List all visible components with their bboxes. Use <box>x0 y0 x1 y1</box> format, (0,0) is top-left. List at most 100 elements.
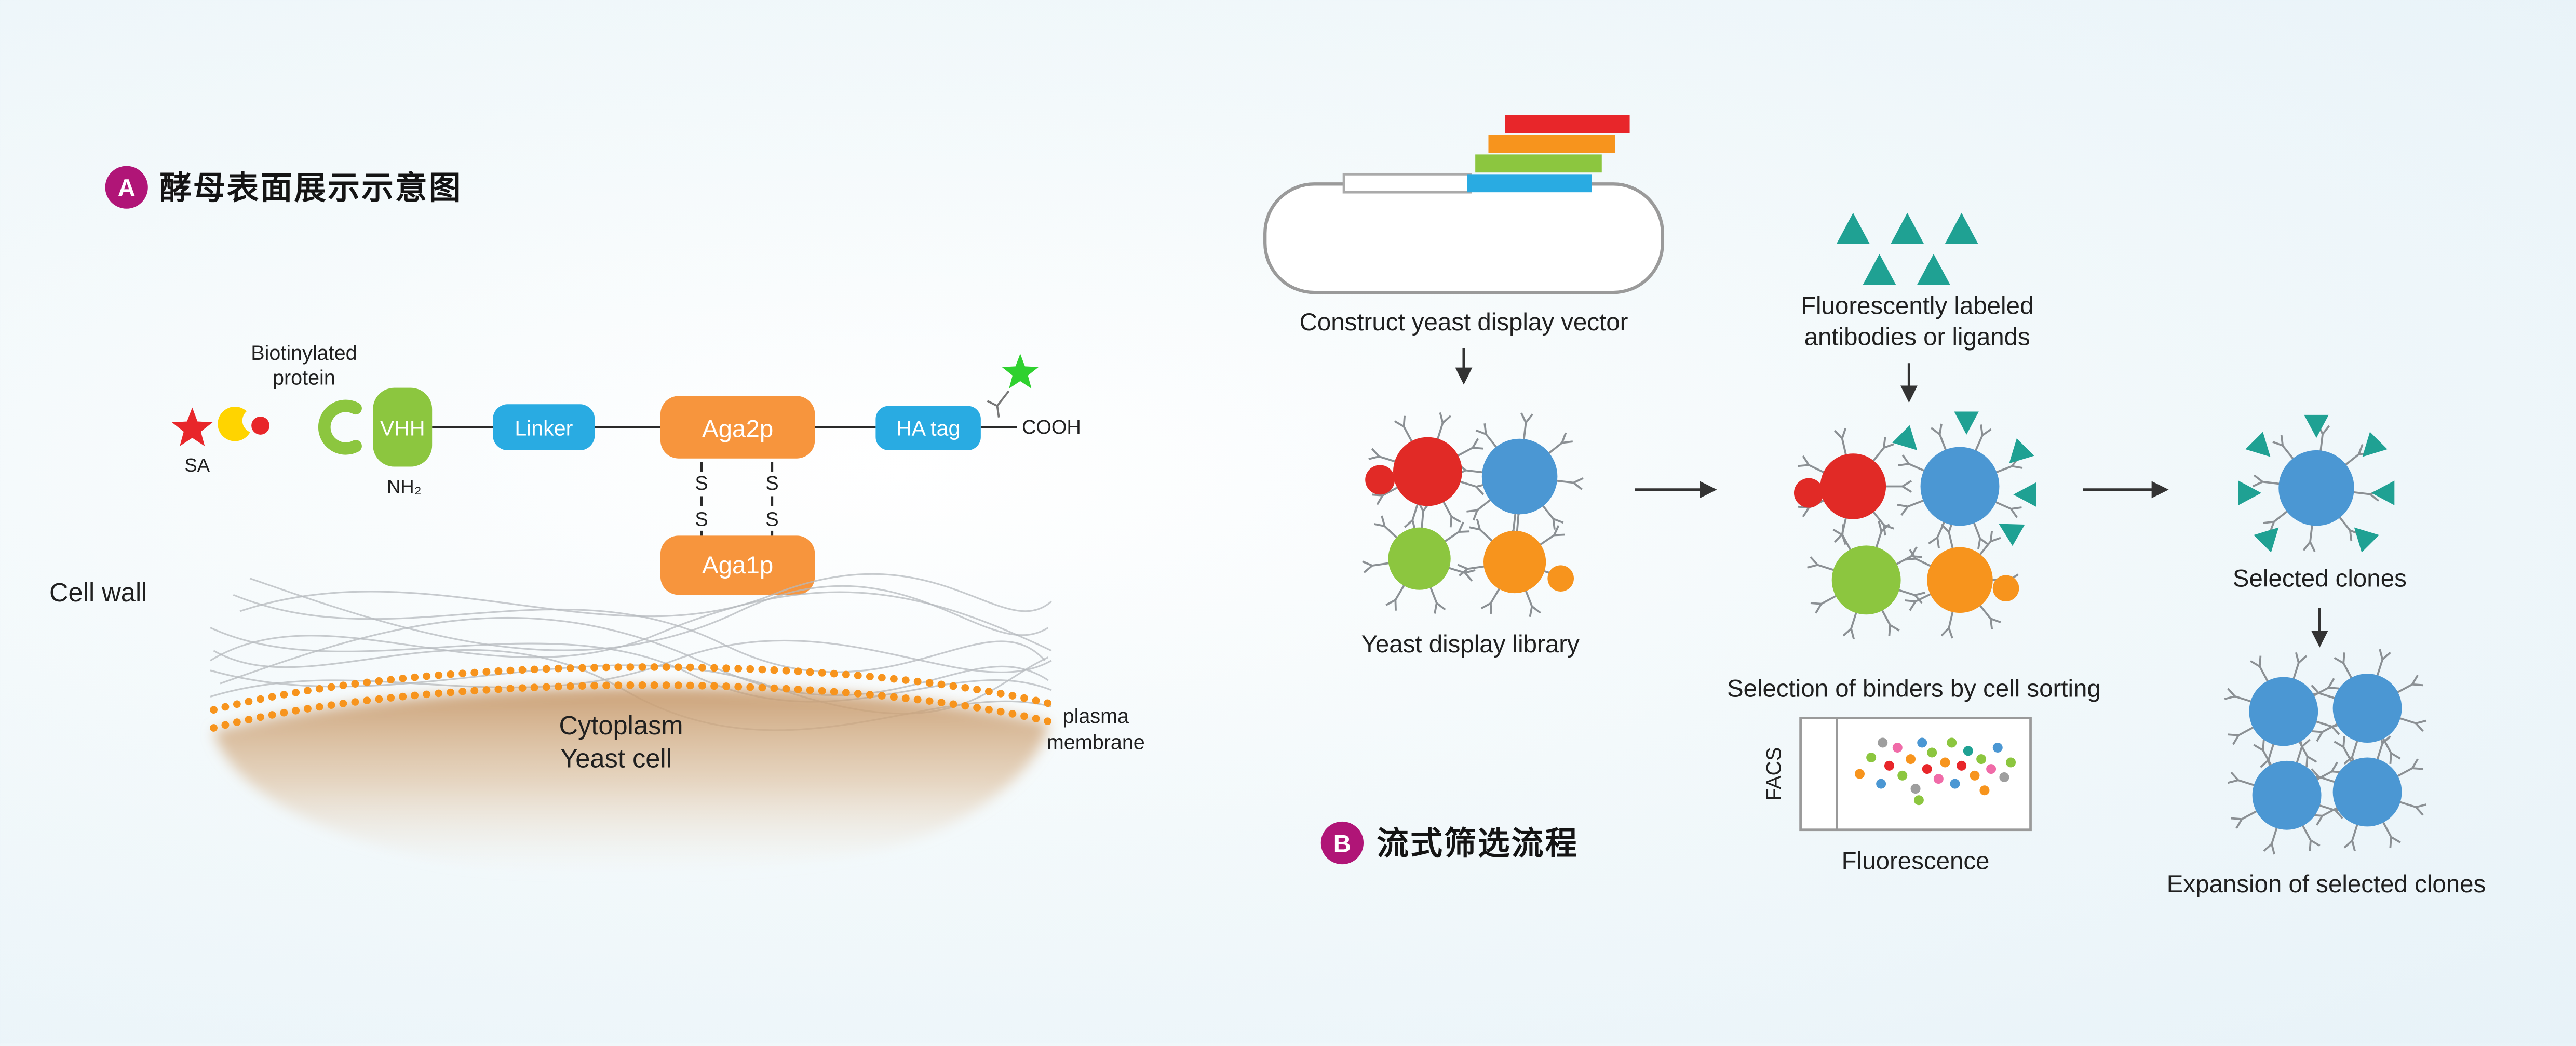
facs-dot <box>1940 757 1950 768</box>
cell-spikes-icon <box>1362 501 1476 614</box>
vhh-label: VHH <box>380 416 425 440</box>
linker-label: Linker <box>515 416 573 440</box>
sa-star-icon <box>172 407 213 446</box>
fluorescent-triangle-icon <box>1892 425 1918 450</box>
insert-bar-red <box>1505 115 1630 133</box>
facs-axis-label: FACS <box>1763 747 1786 801</box>
satellite-cell <box>1793 478 1824 508</box>
fluorescent-triangle-icon <box>2371 480 2395 505</box>
facs-dots <box>1855 737 2016 806</box>
fluorescent-triangle-icon <box>2362 432 2388 457</box>
cytoplasm-label: Cytoplasm <box>559 710 683 740</box>
fluorescent-triangle-icon <box>1917 253 1950 285</box>
construct-label: Construct yeast display vector <box>1300 309 1628 336</box>
fluorescent-triangle-icon <box>2013 482 2036 507</box>
plasma-membrane-label-line2: membrane <box>1047 731 1145 754</box>
vhh-domain <box>373 387 433 467</box>
s-label: S <box>765 508 778 530</box>
fluorescent-triangle-icon <box>2245 432 2271 457</box>
biotinylated-label-line1: Biotinylated <box>251 342 357 365</box>
cell-spikes-icon <box>2228 736 2346 855</box>
nh2-label: NH₂ <box>387 476 422 497</box>
linker-box <box>493 404 595 450</box>
yeast-cell-label: Yeast cell <box>560 743 672 773</box>
facs-dot <box>1910 784 1921 794</box>
selected-clones-label: Selected clones <box>2233 565 2407 592</box>
vhh-clamp-icon <box>318 399 362 455</box>
fluorescent-star-icon <box>1002 354 1039 389</box>
fluor-label-line2: antibodies or ligands <box>1804 323 2030 351</box>
yeast-cell <box>1393 437 1462 506</box>
expansion-cluster <box>2224 649 2427 855</box>
aga1p-label: Aga1p <box>702 552 773 579</box>
insert-bar-orange <box>1488 135 1615 153</box>
facs-dot <box>1986 764 1997 774</box>
aga1p-box <box>660 535 815 595</box>
fluorescent-triangle-icon <box>2238 480 2262 505</box>
insert-bar-blue <box>1467 174 1592 193</box>
facs-dot <box>2006 757 2016 768</box>
cell-spikes-icon <box>2224 652 2343 771</box>
facs-dot <box>1855 769 1865 779</box>
facs-dot <box>1927 747 1937 758</box>
facs-dot <box>1878 737 1888 748</box>
yeast-cell <box>2252 760 2322 830</box>
selection-cluster <box>1793 411 2036 639</box>
yeast-cell <box>1388 527 1451 590</box>
facs-dot <box>1947 737 1957 748</box>
panel-b-badge-letter: B <box>1333 830 1351 857</box>
panel-a: A 酵母表面展示示意图 SA Biotinylated protein VHH … <box>49 166 1145 875</box>
antibody-mark-icon <box>987 390 1010 418</box>
facs-dot <box>1957 760 1967 771</box>
fluorescent-triangle-icon <box>1836 212 1870 244</box>
plasma-membrane-outer <box>210 663 1052 714</box>
panel-a-title: 酵母表面展示示意图 <box>159 170 463 206</box>
facs-dot <box>1913 795 1924 806</box>
facs-dot <box>1906 754 1916 765</box>
yeast-cell <box>1483 530 1546 594</box>
panel-a-badge-letter: A <box>118 175 136 202</box>
satellite-cell <box>1547 565 1574 592</box>
yeast-cell <box>2249 677 2318 746</box>
s-label: S <box>695 508 708 530</box>
selected-clone-cluster <box>2238 414 2395 553</box>
fluorescent-triangle-icon <box>1891 212 1924 244</box>
aga2p-box <box>660 396 815 459</box>
selection-label: Selection of binders by cell sorting <box>1727 675 2101 702</box>
streptavidin-crescent-icon <box>218 407 252 441</box>
s-label: S <box>695 473 708 494</box>
yeast-cell <box>1920 447 2000 526</box>
plasma-membrane-label-line1: plasma <box>1063 705 1129 728</box>
fluorescent-antibodies <box>1836 212 1978 285</box>
plasma-membrane-inner <box>210 681 1052 732</box>
facs-dot <box>1999 772 2009 782</box>
fluorescent-triangle-icon <box>2354 527 2379 553</box>
fluorescent-triangle-icon <box>2009 438 2034 464</box>
facs-dot <box>1892 743 1903 753</box>
yeast-cell <box>2332 757 2402 827</box>
fluor-label-line1: Fluorescently labeled <box>1801 292 2033 319</box>
sa-label: SA <box>184 454 210 476</box>
fluorescence-axis-label: Fluorescence <box>1842 848 1990 875</box>
facs-dot <box>1979 785 1990 796</box>
panel-b: Construct yeast display vector Yeast dis… <box>1263 115 2486 898</box>
panel-b-title: 流式筛选流程 <box>1377 826 1579 862</box>
facs-dot <box>1876 779 1886 789</box>
fluorescent-triangle-icon <box>1945 212 1978 244</box>
fluorescent-triangle-icon <box>2304 414 2329 438</box>
facs-dot <box>1970 770 1980 781</box>
yeast-cell <box>1481 438 1558 515</box>
library-label: Yeast display library <box>1361 631 1580 658</box>
ha-tag-box <box>875 406 981 450</box>
expansion-label: Expansion of selected clones <box>2167 870 2486 898</box>
fluorescent-triangle-icon <box>1863 253 1896 285</box>
yeast-library-cluster <box>1362 412 1584 618</box>
cell-wall-label: Cell wall <box>49 578 147 607</box>
cytoplasm-region <box>213 687 1048 875</box>
facs-dot <box>1933 774 1944 784</box>
facs-plot <box>1799 717 2032 832</box>
yeast-cell <box>1927 547 1993 613</box>
biotinylated-label-line2: protein <box>273 366 335 389</box>
facs-dot <box>1963 746 1973 756</box>
